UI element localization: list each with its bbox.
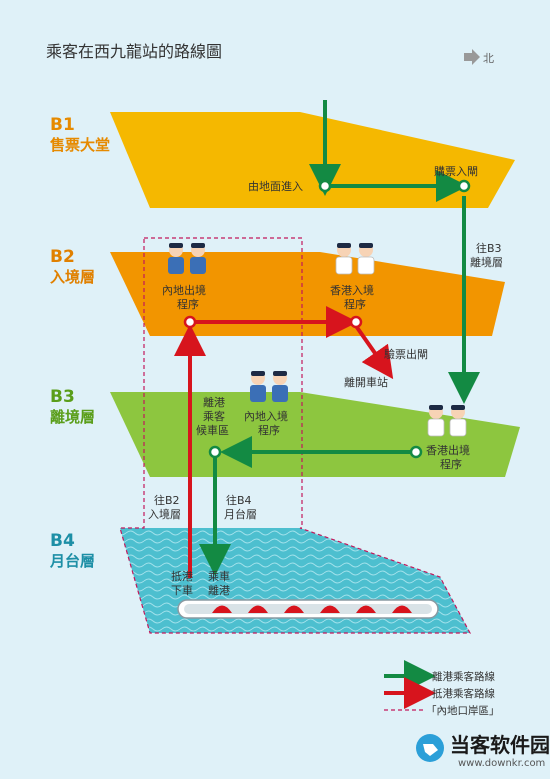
north-indicator: 北 [464, 49, 494, 65]
arrival-route [174, 306, 394, 578]
legend-port-area-label: 「內地口岸區」 [426, 704, 500, 717]
train [177, 599, 439, 619]
to-b4-label-2: 月台層 [224, 507, 257, 521]
level-b1-name: 售票大堂 [50, 136, 110, 154]
level-b1-slab [110, 112, 515, 208]
level-b3-code: B3 [50, 387, 75, 407]
waiting-area-label-3: 候車區 [196, 423, 229, 437]
level-b1-code: B1 [50, 115, 75, 135]
hk-entry-label: 香港入境 [330, 283, 374, 297]
legend: 離港乘客路線 抵港乘客路線 「內地口岸區」 [384, 660, 500, 717]
legend-departure-label: 離港乘客路線 [432, 670, 495, 683]
mainland-exit-label-2: 程序 [177, 297, 199, 311]
hk-exit-label: 香港出境 [426, 443, 470, 457]
leave-station-label: 離開車站 [344, 375, 388, 389]
to-b2-label: 往B2 [154, 493, 180, 507]
hk-exit-label-2: 程序 [440, 457, 462, 471]
legend-arrival-label: 抵港乘客路線 [432, 687, 495, 700]
to-b3-label-2: 離境層 [470, 255, 503, 269]
ticket-check-label: 驗票出閘 [384, 347, 428, 361]
watermark-url: www.downkr.com [458, 758, 545, 769]
watermark: 当客软件园 www.downkr.com [416, 733, 550, 769]
arrive-label-2: 下車 [171, 583, 193, 597]
mainland-exit-label: 內地出境 [162, 283, 206, 297]
level-b3-name: 離境層 [50, 408, 95, 426]
level-b4-code: B4 [50, 531, 75, 551]
arrive-label: 抵港 [171, 569, 193, 583]
mainland-entry-label: 內地入境 [244, 409, 288, 423]
to-b2-label-2: 入境層 [148, 507, 181, 521]
street-entry-label: 由地面進入 [248, 179, 303, 193]
to-b3-label: 往B3 [476, 241, 502, 255]
mainland-port-area-outline [119, 237, 472, 634]
officer-icon [168, 243, 206, 274]
depart-label: 乘車 [208, 569, 230, 583]
watermark-name: 当客软件园 [450, 733, 550, 757]
level-b4-name: 月台層 [49, 552, 95, 570]
level-b2-name: 入境層 [50, 268, 95, 286]
departure-route [199, 100, 480, 576]
level-b2-slab [110, 252, 505, 336]
level-b2-code: B2 [50, 247, 75, 267]
officer-icon [335, 243, 375, 275]
north-label: 北 [483, 52, 494, 65]
north-arrow-icon [464, 49, 480, 65]
mainland-entry-label-2: 程序 [258, 423, 280, 437]
hk-entry-label-2: 程序 [344, 297, 366, 311]
page-title: 乘客在西九龍站的路線圖 [46, 42, 222, 61]
route-nodes [183, 179, 471, 459]
to-b4-label: 往B4 [226, 493, 252, 507]
depart-label-2: 離港 [208, 583, 230, 597]
waiting-area-label: 離港 [203, 395, 225, 409]
waiting-area-label-2: 乘客 [203, 409, 225, 423]
officer-icon [250, 371, 288, 402]
ticket-gate-label: 購票入閘 [434, 164, 478, 178]
officer-icon [427, 405, 467, 437]
